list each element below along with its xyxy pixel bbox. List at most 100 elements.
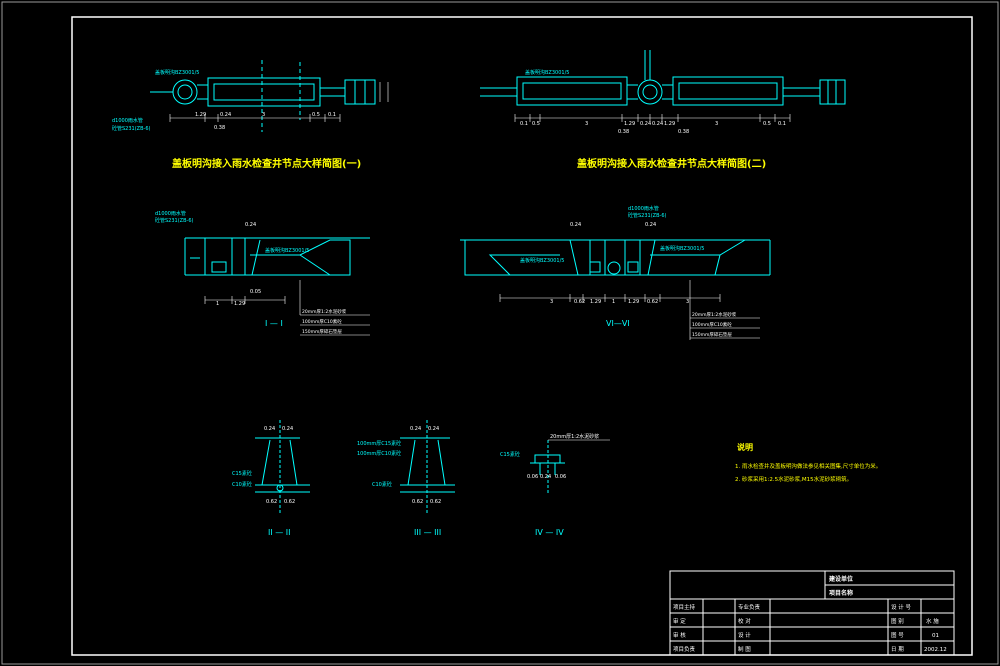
sec3-top-a: 0.24 [410,426,421,432]
plan2-dim-total-b: 0.38 [678,129,689,135]
sec3-bottom-a: 0.62 [412,499,423,505]
sec3-label-1: 100mm厚C15素砼 [357,440,401,447]
plan2-dim-j: 0.1 [778,121,786,127]
tb-value-3: 01 [932,633,939,639]
sec1-layer-1: 20mm厚1:2水泥砂浆 [302,308,347,315]
sec4-dim-a: 0.06 [527,474,538,480]
sec2-bottom-a: 0.62 [266,499,277,505]
label-section-1: I — I [265,319,283,328]
plan2-dim-g: 1.29 [664,121,675,127]
plan2-dim-c: 3 [585,121,588,127]
plan2-dim-total-a: 0.38 [618,129,629,135]
sec1-top-dim: 0.24 [245,222,256,228]
plan1-dim-b: 0.24 [220,112,231,118]
plan-2-dims [514,114,791,122]
sec6-dim-f: 0.62 [647,299,658,305]
notes-line-2: 2. 砂浆采用1:2.5水泥砂浆,M15水泥砂浆砌筑。 [735,475,852,483]
sec6-top-b: 0.24 [645,222,656,228]
tb-right-3: 图 号 [891,631,904,639]
tb-left-4: 项目负责 [673,645,696,653]
sec3-label-2: 100mm厚C10素砼 [357,450,401,457]
tb-mid-3: 设 计 [738,631,751,639]
sec6-pipe-label: d1000雨水管 [628,205,659,212]
sec4-dim-c: 0.06 [555,474,566,480]
sec3-bottom-b: 0.62 [430,499,441,505]
plan1-pipe-label: d1000雨水管 [112,117,143,124]
tb-left-3: 审 核 [673,631,686,639]
section-4-4 [530,439,610,495]
tb-value-4: 2002.12 [924,647,947,653]
label-section-6: VI—VI [606,319,630,328]
tb-mid-1: 专业负责 [738,603,761,611]
plan1-dim-c: 3 [262,112,265,118]
section-6-6 [460,239,771,276]
tb-value-2: 水 施 [926,617,939,625]
title-block-lines [669,570,955,656]
plan2-dim-f: 0.24 [652,121,663,127]
notes-line-1: 1. 雨水检查井及盖板明沟做法参见相关图集,尺寸单位为米。 [735,462,881,470]
sec1-dim-a: 1 [216,301,219,307]
sec6-dim-g: 3 [686,299,689,305]
sec6-trench-label-2: 盖板明沟BZ3001/5 [660,245,704,252]
plan1-dim-d: 0.5 [312,112,320,118]
sec3-label-3: C10素砼 [372,481,392,488]
notes-heading: 说明 [737,442,753,452]
sec6-top-a: 0.24 [570,222,581,228]
plan1-dim-a: 1.29 [195,112,206,118]
tb-mid-2: 校 对 [738,617,751,625]
plan-view-1 [150,60,376,132]
sec2-top-b: 0.24 [282,426,293,432]
sec6-dim-a: 3 [550,299,553,305]
plan1-dim-e: 0.1 [328,112,336,118]
plan-1-dims [169,82,389,122]
sec6-dim-d: 1 [612,299,615,305]
sec2-label-c10: C10素砼 [232,481,252,488]
plan-view-2 [480,50,846,106]
section-1-1 [184,237,370,276]
section-3-3 [400,420,455,515]
tb-project-label: 项目名称 [829,589,853,597]
title-plan-1: 盖板明沟接入雨水检查井节点大样简图(一) [172,157,361,170]
sec1-trench-label: 盖板明沟BZ3001/5 [265,247,309,254]
tb-unit-label: 建设单位 [829,575,853,583]
sec1-pipe-spec: 砼管S231(ZB-6) [155,217,194,224]
sec2-top-a: 0.24 [264,426,275,432]
plan2-dim-b: 0.5 [532,121,540,127]
tb-mid-4: 制 图 [738,645,751,653]
plan2-dim-d: 1.29 [624,121,635,127]
sec1-dim-c: 0.05 [250,289,261,295]
tb-right-4: 日 期 [891,646,904,653]
sec6-layer-2: 100mm厚C10素砼 [692,321,732,328]
sec1-layer-2: 100mm厚C10素砼 [302,318,342,325]
plan2-dim-h: 3 [715,121,718,127]
sec4-dim-b: 0.24 [540,474,551,480]
label-section-4: IV — IV [535,528,564,537]
sec1-dim-b: 1.29 [234,301,245,307]
section-1-dims [204,280,370,336]
sec6-layer-3: 150mm厚碎石垫层 [692,331,732,338]
section-6-dims [499,280,760,340]
plan2-trench-label: 盖板明沟BZ3001/5 [525,69,569,76]
sec2-bottom-b: 0.62 [284,499,295,505]
plan1-trench-label: 盖板明沟BZ3001/5 [155,69,199,76]
label-section-2: II — II [268,528,291,537]
sec6-dim-e: 1.29 [628,299,639,305]
sec1-pipe-label: d1000雨水管 [155,210,186,217]
plan1-pipe-spec: 砼管S231(ZB-6) [112,125,151,132]
plan2-dim-i: 0.5 [763,121,771,127]
tb-right-1: 设 计 号 [891,603,911,611]
sec6-layer-1: 20mm厚1:2水泥砂浆 [692,311,737,318]
sec6-trench-label: 盖板明沟BZ3001/5 [520,257,564,264]
sec2-label-c15: C15素砼 [232,470,252,477]
sec3-top-b: 0.24 [428,426,439,432]
plan2-dim-a: 0.1 [520,121,528,127]
sec6-pipe-spec: 砼管S231(ZB-6) [628,212,667,219]
drawing-frame [71,16,973,656]
tb-left-1: 项目主持 [673,603,696,611]
tb-left-2: 审 定 [673,617,686,625]
tb-right-2: 图 别 [891,617,904,625]
sec1-layer-3: 150mm厚碎石垫层 [302,328,342,335]
sec6-dim-c: 1.29 [590,299,601,305]
section-2-2 [255,420,310,515]
